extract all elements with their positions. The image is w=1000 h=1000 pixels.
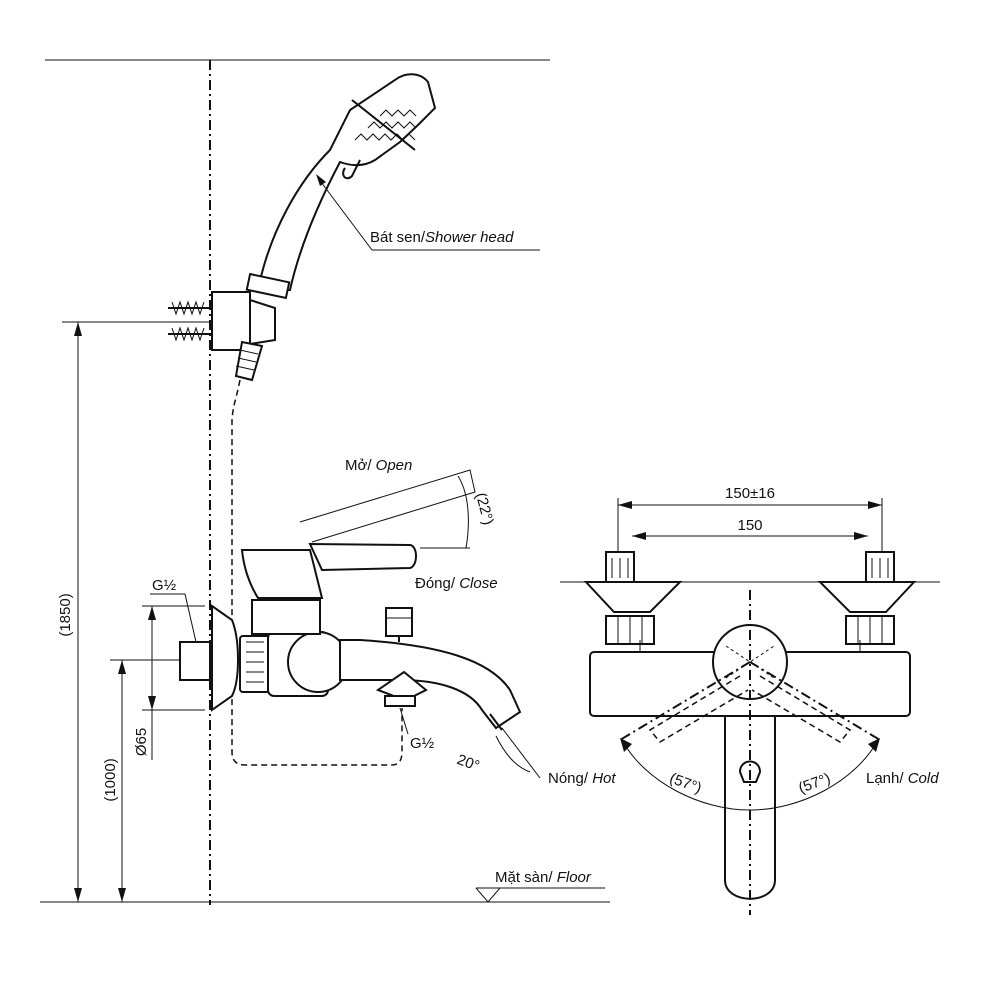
spout-angle-label: 20° (455, 751, 482, 775)
hand-shower (234, 73, 437, 382)
lever-rotation-indicator (619, 661, 881, 743)
centers-tolerance-label: 150±16 (725, 485, 775, 502)
lever-angle-arc (457, 475, 469, 549)
close-label: Đóng/ Close (415, 575, 498, 592)
outlet-height-dimension (110, 659, 190, 902)
hot-label: Nóng/ Hot (548, 770, 616, 787)
hose (231, 379, 403, 766)
diverter-knob (385, 607, 413, 642)
right-inlet (817, 551, 917, 645)
hot-angle-label: (57°) (667, 770, 704, 797)
centers-tolerance-dimension (617, 498, 883, 555)
open-label: Mở/ Open (345, 457, 412, 474)
lever-handle (240, 469, 476, 635)
floor-marker (475, 887, 605, 903)
mixer-body (239, 631, 522, 731)
screw-icon (168, 300, 212, 342)
wall-flange (179, 604, 239, 712)
inlet-thread-label: G½ (152, 577, 177, 594)
wall-bracket (168, 291, 276, 351)
total-height-label: (1850) (57, 593, 74, 636)
front-body (589, 590, 911, 915)
outlet-thread-label: G½ (410, 735, 435, 752)
cold-label: Lạnh/ Cold (866, 770, 939, 787)
spout-angle-line (501, 727, 541, 779)
flange-diameter-label: Ø65 (133, 728, 150, 756)
centers-label: 150 (737, 517, 762, 534)
cold-angle-label: (57°) (796, 770, 833, 797)
left-inlet (583, 551, 683, 645)
floor-label: Mặt sàn/ Floor (495, 869, 592, 886)
centers-dimension (632, 532, 868, 540)
hose-outlet (375, 670, 428, 707)
flange-dimension (142, 605, 205, 760)
rotation-arc (621, 739, 879, 811)
lever-angle-label: (22°) (472, 491, 497, 527)
shower-head-leader (317, 177, 373, 251)
shower-head-label: Bát sen/Shower head (370, 229, 514, 246)
outlet-height-label: (1000) (102, 758, 119, 801)
